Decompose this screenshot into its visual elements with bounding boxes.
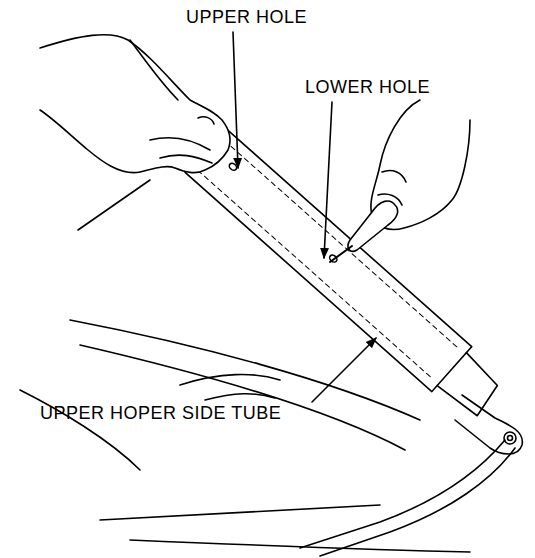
left-hand (160, 155, 212, 163)
lower-rod (320, 448, 515, 556)
frame-curve (205, 394, 275, 400)
awl-shaft (330, 246, 352, 262)
bracket-bolt (508, 436, 513, 441)
frame-curve (80, 345, 405, 450)
leader-line (324, 102, 332, 258)
leader-line (312, 338, 376, 402)
frame-curve (100, 505, 380, 520)
lower-rod (300, 440, 505, 548)
frame-curve (130, 540, 470, 552)
left-hand (130, 40, 178, 100)
end-bracket (455, 395, 522, 454)
bracket-bolt (504, 432, 516, 444)
left-hand (150, 138, 210, 150)
left-hand (78, 180, 150, 230)
tube-end (437, 353, 504, 419)
upper-hole (228, 162, 238, 172)
awl-handle (348, 201, 398, 251)
left-hand (198, 117, 214, 124)
right-hand (382, 170, 406, 182)
part-label: UPPER HOPER SIDE TUBE (40, 404, 281, 424)
part-label: LOWER HOLE (305, 78, 430, 98)
leader-line (233, 32, 238, 168)
part-label: UPPER HOLE (186, 8, 307, 28)
left-hand (40, 35, 230, 173)
frame-curve (180, 375, 280, 385)
frame-curve (20, 390, 140, 470)
